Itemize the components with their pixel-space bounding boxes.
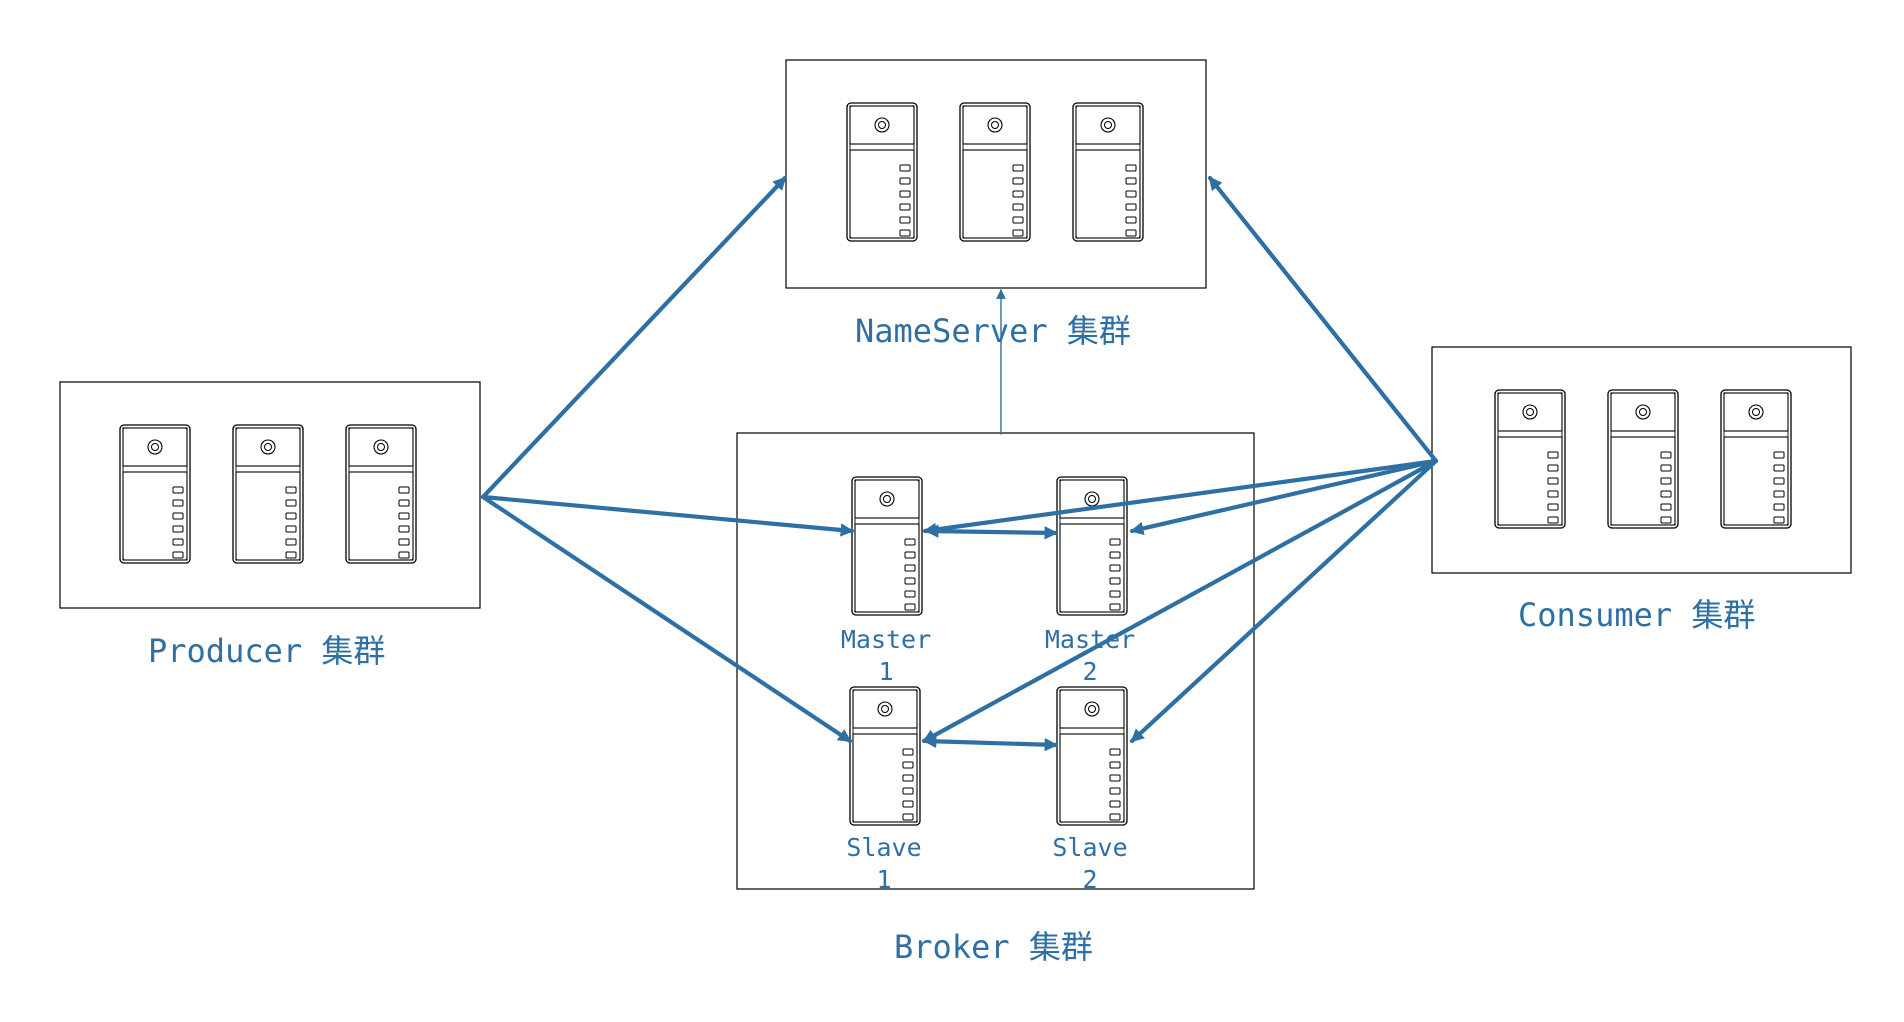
- producer-cluster-box: [59, 381, 481, 609]
- consumer-to-nameserver-arrow: [1207, 175, 1439, 464]
- consumer-to-slave2-arrow: [1129, 458, 1439, 744]
- slave-1-server: [849, 686, 921, 826]
- master-2-label-line2: 2: [1082, 657, 1098, 686]
- master-2-label-line1: Master: [1044, 625, 1136, 654]
- master-1-label: Master 1: [826, 624, 946, 688]
- consumer-server-3: [1720, 389, 1792, 529]
- slave-1-label: Slave 1: [824, 832, 944, 896]
- producer-to-master1-arrow: [480, 494, 855, 537]
- producer-server-3: [345, 424, 417, 564]
- consumer-to-master1-arrow: [922, 458, 1439, 537]
- nameserver-server-2: [959, 102, 1031, 242]
- producer-cluster-title: Producer 集群: [148, 632, 386, 670]
- broker-cluster-box: [736, 432, 1255, 890]
- nameserver-cluster-title: NameServer 集群: [855, 312, 1131, 350]
- nameserver-server-3: [1072, 102, 1144, 242]
- consumer-to-slave1-arrow: [921, 458, 1439, 744]
- slave-2-label-line1: Slave: [1052, 833, 1128, 862]
- master-2-server: [1056, 476, 1128, 616]
- master-2-label: Master 2: [1030, 624, 1150, 688]
- slave1-slave2-sync-arrow: [922, 734, 1059, 752]
- producer-server-2: [232, 424, 304, 564]
- consumer-to-master2-arrow: [1129, 458, 1439, 535]
- master1-master2-sync-arrow: [924, 524, 1059, 540]
- nameserver-server-1: [846, 102, 918, 242]
- slave-2-server: [1056, 686, 1128, 826]
- consumer-server-1: [1494, 389, 1566, 529]
- slave-2-label: Slave 2: [1030, 832, 1150, 896]
- master-1-label-line2: 1: [878, 657, 894, 686]
- producer-to-nameserver-arrow: [480, 175, 788, 500]
- producer-server-1: [119, 424, 191, 564]
- consumer-server-2: [1607, 389, 1679, 529]
- broker-cluster-title: Broker 集群: [894, 928, 1093, 966]
- slave-2-label-line2: 2: [1082, 865, 1098, 894]
- slave-1-label-line1: Slave: [846, 833, 922, 862]
- slave-1-label-line2: 1: [876, 865, 892, 894]
- nameserver-cluster-box: [785, 59, 1207, 289]
- producer-to-slave1-arrow: [480, 494, 853, 744]
- consumer-cluster-title: Consumer 集群: [1518, 596, 1756, 634]
- master-1-server: [851, 476, 923, 616]
- master-1-label-line1: Master: [840, 625, 932, 654]
